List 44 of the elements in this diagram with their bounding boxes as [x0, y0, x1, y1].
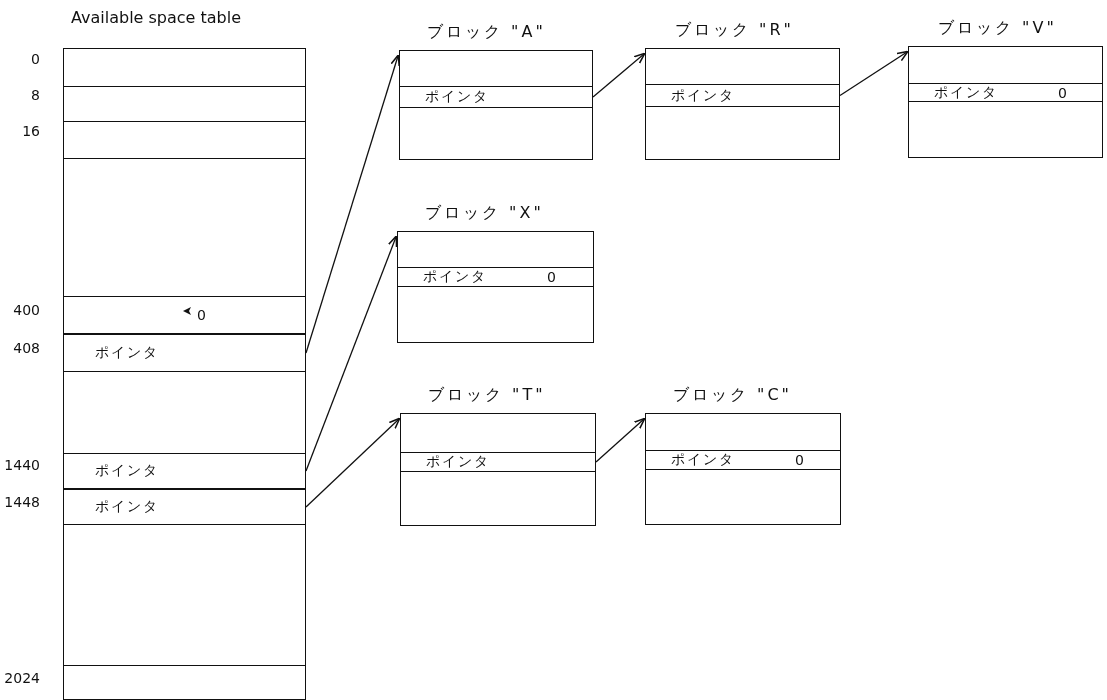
table-row	[63, 489, 306, 525]
table-row	[399, 86, 593, 108]
null-value: 0	[795, 452, 806, 468]
address-label: 1440	[3, 457, 40, 473]
table-row	[908, 83, 1103, 102]
pointer-label: ポインタ	[426, 453, 490, 471]
block-title: ブロック "A"	[427, 22, 546, 43]
pointer-label: ポインタ	[671, 86, 735, 105]
address-label: 408	[12, 340, 40, 356]
arrow	[305, 54, 400, 354]
table-row	[645, 450, 841, 470]
block-title: ブロック "T"	[428, 385, 546, 406]
block-title: ブロック "C"	[673, 385, 792, 406]
address-label: 8	[30, 87, 40, 103]
address-label: 0	[30, 51, 40, 67]
pointer-label: ポインタ	[95, 462, 159, 480]
block-title: ブロック "R"	[675, 20, 794, 41]
pointer-label: ポインタ	[95, 344, 159, 362]
address-label: 2024	[3, 670, 40, 686]
table-row	[63, 296, 306, 334]
pointer-label: ポインタ	[423, 268, 487, 286]
table-row	[645, 84, 840, 107]
address-label: 400	[12, 302, 40, 318]
arrow	[305, 235, 398, 472]
pointer-label: ポインタ	[934, 83, 998, 102]
block-title: ブロック "X"	[425, 203, 544, 224]
arrow	[592, 52, 646, 98]
pointer-label: ポインタ	[95, 498, 159, 516]
table-row	[400, 452, 596, 472]
arrow	[305, 417, 401, 508]
arrow	[595, 417, 646, 463]
null-value: 0	[547, 269, 558, 285]
table-row	[63, 334, 306, 372]
cell-value: 0	[197, 307, 206, 323]
address-label: 1448	[3, 494, 40, 510]
null-value: 0	[1058, 84, 1069, 101]
address-label: 16	[21, 123, 40, 139]
pointer-label: ポインタ	[425, 88, 489, 106]
table-row	[63, 453, 306, 489]
arrow	[839, 50, 909, 97]
table-row	[397, 267, 594, 287]
pointer-label: ポインタ	[671, 451, 735, 469]
block-title: ブロック "V"	[938, 18, 1057, 39]
table-title: Available space table	[71, 8, 242, 27]
